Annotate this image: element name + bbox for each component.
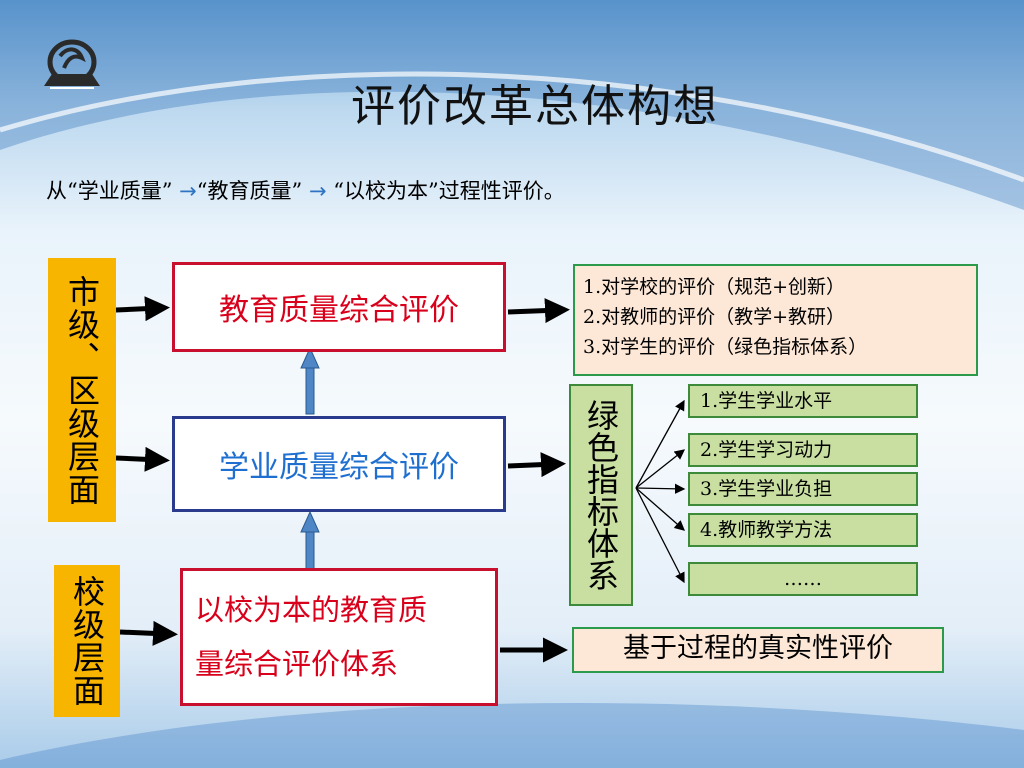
- green-item: ……: [688, 562, 918, 596]
- evaluation-targets-list: 1.对学校的评价（规范+创新） 2.对教师的评价（教学+教研） 3.对学生的评价…: [573, 264, 978, 376]
- subtitle-part-academic: 从“学业质量”: [46, 179, 173, 203]
- green-item: 3.学生学业负担: [688, 472, 918, 506]
- green-indicator-system: 绿色指标体系: [569, 384, 633, 606]
- box-academic-quality: 学业质量综合评价: [172, 416, 506, 512]
- subtitle-part-school: “以校为本”过程性评价。: [333, 179, 565, 203]
- lane-school-label: 校级层面: [68, 575, 106, 707]
- box-education-quality-label: 教育质量综合评价: [219, 293, 459, 328]
- lane-city-district-level: 市级、区级层面: [48, 258, 116, 522]
- box-school-based: 以校为本的教育质 量综合评价体系: [180, 568, 498, 706]
- process-based-evaluation: 基于过程的真实性评价: [572, 627, 944, 673]
- list-item: 2.对教师的评价（教学+教研）: [583, 306, 846, 328]
- arrow-right-icon: →: [179, 179, 197, 203]
- box-school-based-line2: 量综合评价体系: [195, 647, 399, 681]
- box-academic-quality-label: 学业质量综合评价: [219, 450, 459, 485]
- arrow-right-icon: →: [308, 179, 327, 203]
- lane-city-district-label: 市级、区级层面: [63, 274, 101, 506]
- subtitle-part-education: “教育质量”: [196, 179, 303, 203]
- subtitle: 从“学业质量” →“教育质量” → “以校为本”过程性评价。: [46, 175, 565, 205]
- list-item: 1.对学校的评价（规范+创新）: [583, 276, 846, 298]
- box-school-based-line1: 以校为本的教育质: [195, 593, 428, 627]
- green-item: 4.教师教学方法: [688, 513, 918, 547]
- lane-school-level: 校级层面: [54, 565, 120, 717]
- logo-emblem: [44, 39, 100, 89]
- box-education-quality: 教育质量综合评价: [172, 262, 506, 352]
- list-item: 3.对学生的评价（绿色指标体系）: [583, 336, 868, 358]
- green-item: 2.学生学习动力: [688, 433, 918, 467]
- green-indicator-system-label: 绿色指标体系: [582, 399, 620, 591]
- page-title: 评价改革总体构想: [351, 81, 719, 132]
- green-item: 1.学生学业水平: [688, 384, 918, 418]
